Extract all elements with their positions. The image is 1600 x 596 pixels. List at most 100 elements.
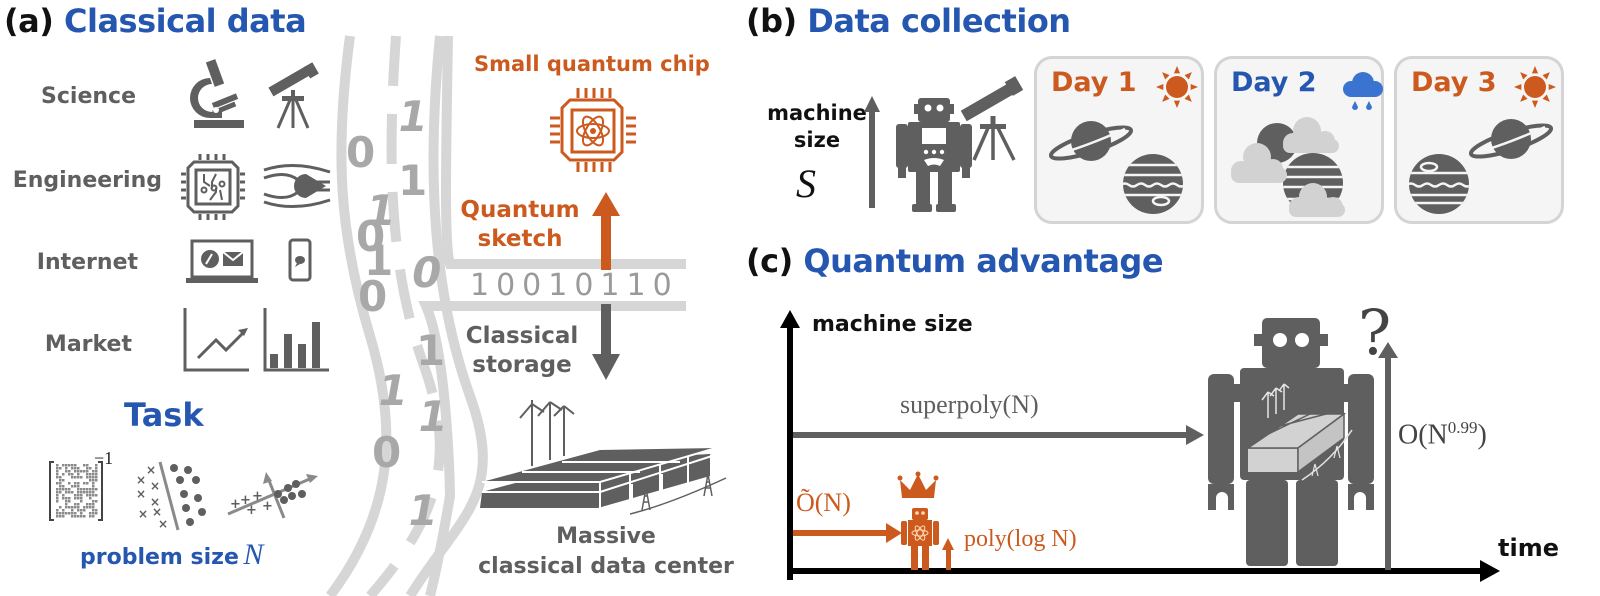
matrix-cell bbox=[95, 500, 98, 503]
panel-a-title: (a) Classical data bbox=[4, 2, 307, 40]
matrix-cell bbox=[92, 479, 95, 482]
matrix-cell bbox=[89, 494, 92, 497]
sun-ray bbox=[1520, 72, 1528, 80]
svg-text:+: + bbox=[246, 503, 257, 518]
matrix-cell bbox=[86, 482, 89, 485]
matrix-cell bbox=[83, 482, 86, 485]
matrix-cell bbox=[71, 506, 74, 509]
sun-ray bbox=[1531, 66, 1539, 74]
matrix-cell bbox=[89, 512, 92, 515]
laptop-icon bbox=[186, 239, 258, 283]
matrix-cell bbox=[62, 488, 65, 491]
quantum-sketch-line2: sketch bbox=[477, 226, 563, 252]
matrix-cell bbox=[56, 509, 59, 512]
matrix-cell bbox=[77, 509, 80, 512]
sun-icon bbox=[1514, 66, 1556, 108]
panel-c-label: (c) bbox=[746, 242, 793, 280]
matrix-cell bbox=[89, 497, 92, 500]
matrix-cell bbox=[92, 488, 95, 491]
matrix-cell bbox=[56, 464, 59, 467]
matrix-cell bbox=[59, 479, 62, 482]
matrix-cell bbox=[80, 497, 83, 500]
matrix-cell bbox=[56, 470, 59, 473]
matrix-cell bbox=[62, 473, 65, 476]
matrix-cell bbox=[65, 503, 68, 506]
matrix-cell bbox=[74, 515, 77, 518]
rain-cloud-icon bbox=[1343, 72, 1383, 110]
sun-ray bbox=[1542, 94, 1550, 102]
svg-text:×: × bbox=[152, 505, 162, 519]
advantage-axes bbox=[780, 310, 1500, 582]
matrix-cell bbox=[92, 494, 95, 497]
jupiter-icon bbox=[1123, 154, 1183, 214]
matrix-cell bbox=[95, 509, 98, 512]
svg-text:×: × bbox=[136, 487, 146, 501]
datacenter-label: Massive classical data center bbox=[476, 522, 736, 582]
matrix-cell bbox=[80, 500, 83, 503]
matrix-cell bbox=[80, 515, 83, 518]
matrix-cell bbox=[71, 515, 74, 518]
matrix-cell bbox=[89, 503, 92, 506]
matrix-cell bbox=[86, 473, 89, 476]
svg-text:+: + bbox=[240, 493, 251, 508]
stream-digit: 0 bbox=[372, 428, 402, 477]
matrix-cell bbox=[92, 500, 95, 503]
day-card-1: Day 1 bbox=[1034, 56, 1204, 224]
sun-ray bbox=[1173, 66, 1181, 74]
line-chart-icon bbox=[183, 308, 249, 372]
matrix-cell bbox=[95, 470, 98, 473]
bar-chart-icon bbox=[263, 308, 329, 372]
large-robot-icon bbox=[1208, 318, 1374, 566]
matrix-cell bbox=[92, 509, 95, 512]
sun-ray bbox=[1162, 94, 1170, 102]
matrix-cell bbox=[83, 509, 86, 512]
matrix-cell bbox=[68, 473, 71, 476]
matrix-cell bbox=[80, 491, 83, 494]
matrix-cell bbox=[62, 497, 65, 500]
day-1-label: Day 1 bbox=[1051, 67, 1137, 98]
matrix-cell bbox=[62, 485, 65, 488]
svg-text:+: + bbox=[230, 497, 241, 512]
matrix-cell bbox=[65, 512, 68, 515]
quantum-sketch-line1: Quantum bbox=[460, 197, 580, 223]
matrix-cell bbox=[77, 515, 80, 518]
x-axis-label: time bbox=[1498, 534, 1559, 562]
matrix-cell bbox=[77, 473, 80, 476]
matrix-cell bbox=[86, 476, 89, 479]
sun-ray bbox=[1184, 72, 1192, 80]
matrix-cell bbox=[68, 512, 71, 515]
classical-storage-arrow bbox=[592, 304, 620, 380]
matrix-cell bbox=[71, 476, 74, 479]
sun-ray bbox=[1514, 83, 1522, 91]
matrix-cell bbox=[83, 464, 86, 467]
problem-size-symbol: N bbox=[243, 538, 264, 571]
matrix-cell bbox=[80, 470, 83, 473]
matrix-cell bbox=[86, 467, 89, 470]
matrix-cell bbox=[89, 491, 92, 494]
cloudy-planets-icon bbox=[1231, 117, 1345, 217]
problem-size-label-group: problem size N bbox=[80, 538, 263, 572]
category-internet: Internet bbox=[36, 250, 138, 275]
matrix-inverse-exponent: −1 bbox=[94, 448, 114, 468]
matrix-cell bbox=[89, 473, 92, 476]
svg-text:×: × bbox=[146, 463, 156, 477]
sun-ray bbox=[1548, 83, 1556, 91]
matrix-cell bbox=[71, 509, 74, 512]
data-stream-road bbox=[325, 35, 686, 596]
matrix-cell bbox=[92, 503, 95, 506]
svg-text:×: × bbox=[150, 495, 160, 509]
matrix-cell bbox=[74, 485, 77, 488]
matrix-cell bbox=[65, 464, 68, 467]
matrix-cell bbox=[56, 494, 59, 497]
matrix-cell bbox=[74, 476, 77, 479]
matrix-cell bbox=[77, 506, 80, 509]
matrix-cell bbox=[83, 491, 86, 494]
classical-size-close: ) bbox=[1477, 419, 1487, 451]
matrix-cell bbox=[71, 485, 74, 488]
matrix-cell bbox=[71, 473, 74, 476]
panel-a-label: (a) bbox=[4, 2, 54, 40]
panel-c-heading: Quantum advantage bbox=[803, 242, 1164, 280]
quantum-sketch-arrow bbox=[592, 192, 620, 270]
matrix-cell bbox=[80, 512, 83, 515]
sun-ray bbox=[1162, 72, 1170, 80]
